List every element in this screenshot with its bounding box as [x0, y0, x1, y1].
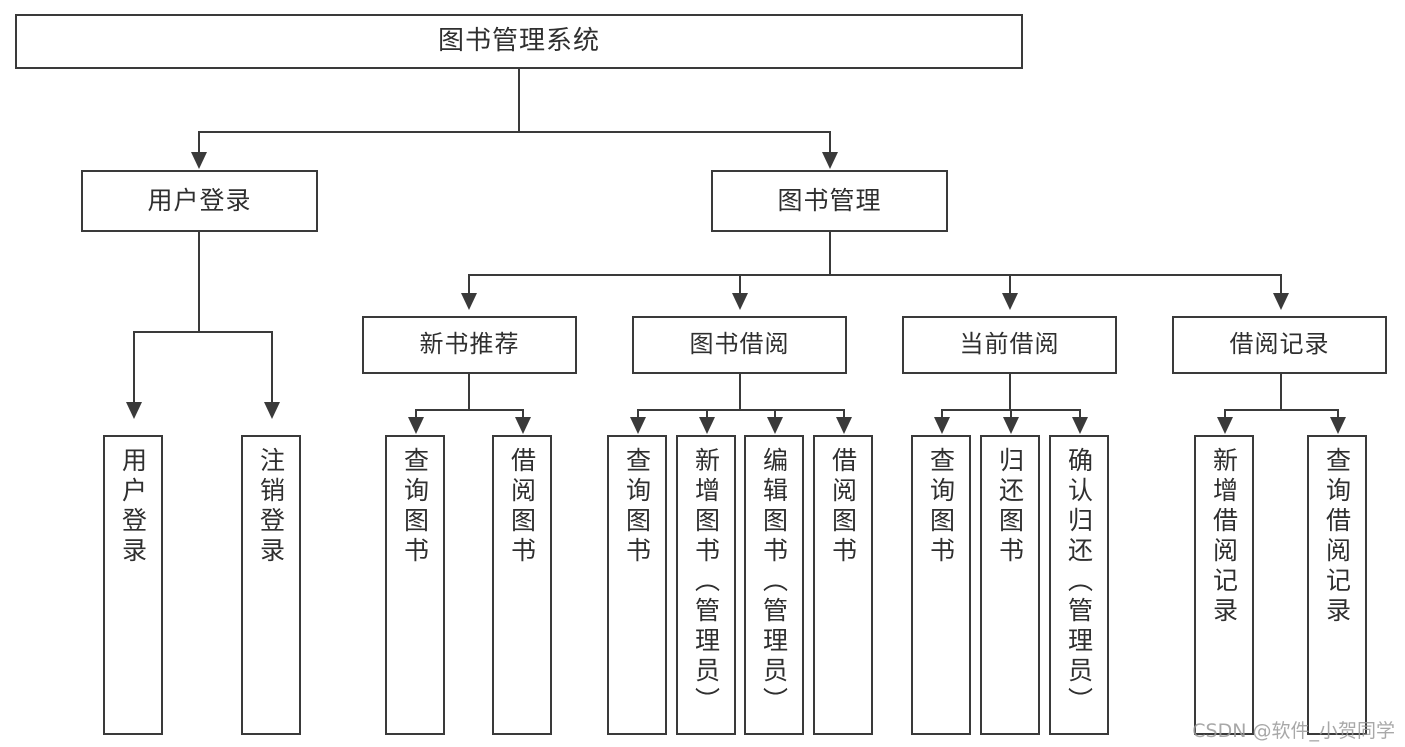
arrowhead-book-borrow-leaf-2: [699, 417, 715, 434]
node-current-borrow[interactable]: 当前借阅: [902, 316, 1117, 374]
connector-book-borrow-leaf-2: [706, 409, 708, 419]
arrowhead-current-borrow-leaf-1: [934, 417, 950, 434]
connector-to-book-borrow: [739, 274, 741, 296]
leaf-record-query[interactable]: 查询借阅记录: [1307, 435, 1367, 735]
leaf-user-login[interactable]: 用户登录: [103, 435, 163, 735]
node-label: 注销登录: [256, 447, 286, 567]
connector-book-borrow-stem: [739, 374, 741, 410]
connector-current-borrow-leaf-1: [941, 409, 943, 419]
node-label: 查询图书: [622, 447, 652, 567]
node-label: 借阅记录: [1229, 330, 1330, 359]
connector-root-stem: [518, 69, 520, 132]
connector-new-book-leaf-1: [415, 409, 417, 419]
node-label: 确认归还（管理员）: [1064, 447, 1094, 717]
node-label: 用户登录: [147, 185, 252, 215]
node-label: 图书借阅: [689, 330, 790, 359]
connector-book-borrow-leaf-1: [637, 409, 639, 419]
connector-current-borrow-stem: [1009, 374, 1011, 410]
arrowhead-to-user-login: [191, 152, 207, 169]
node-label: 新增借阅记录: [1209, 447, 1239, 627]
arrowhead-current-borrow-leaf-3: [1072, 417, 1088, 434]
node-borrow-record[interactable]: 借阅记录: [1172, 316, 1387, 374]
node-label: 借阅图书: [507, 447, 537, 567]
arrowhead-to-new-book: [461, 293, 477, 310]
leaf-new-book-query[interactable]: 查询图书: [385, 435, 445, 735]
node-root-system[interactable]: 图书管理系统: [15, 14, 1023, 69]
arrowhead-to-book-mgmt: [822, 152, 838, 169]
connector-borrow-record-stem: [1280, 374, 1282, 410]
leaf-current-return-book[interactable]: 归还图书: [980, 435, 1040, 735]
arrowhead-book-borrow-leaf-3: [767, 417, 783, 434]
leaf-current-query-book[interactable]: 查询图书: [911, 435, 971, 735]
connector-user-login-left: [133, 331, 135, 404]
node-label: 归还图书: [995, 447, 1025, 567]
arrowhead-user-login-2: [264, 402, 280, 419]
leaf-record-add[interactable]: 新增借阅记录: [1194, 435, 1254, 735]
arrowhead-user-login-1: [126, 402, 142, 419]
connector-user-login-right: [271, 331, 273, 404]
leaf-current-confirm-return[interactable]: 确认归还（管理员）: [1049, 435, 1109, 735]
node-label: 图书管理系统: [437, 25, 600, 56]
node-book-borrow[interactable]: 图书借阅: [632, 316, 847, 374]
connector-root-bus: [198, 131, 830, 133]
arrowhead-book-borrow-leaf-1: [630, 417, 646, 434]
connector-to-borrow-record: [1280, 274, 1282, 296]
node-new-book-recommend[interactable]: 新书推荐: [362, 316, 577, 374]
connector-book-borrow-leaf-3: [774, 409, 776, 419]
connector-current-borrow-leaf-2: [1010, 409, 1012, 419]
node-label: 查询图书: [926, 447, 956, 567]
connector-borrow-record-bus: [1224, 409, 1337, 411]
connector-current-borrow-leaf-3: [1079, 409, 1081, 419]
node-label: 新增图书（管理员）: [691, 447, 721, 717]
leaf-borrow-query-book[interactable]: 查询图书: [607, 435, 667, 735]
connector-book-borrow-bus: [637, 409, 844, 411]
connector-book-mgmt-bus: [468, 274, 1280, 276]
connector-to-new-book: [468, 274, 470, 296]
connector-root-to-user-login: [198, 131, 200, 155]
arrowhead-borrow-record-leaf-1: [1217, 417, 1233, 434]
node-label: 查询借阅记录: [1322, 447, 1352, 627]
connector-new-book-bus: [415, 409, 522, 411]
connector-root-to-book-mgmt: [829, 131, 831, 155]
connector-user-login-stem: [198, 232, 200, 332]
arrowhead-new-book-leaf-2: [515, 417, 531, 434]
connector-book-mgmt-stem: [829, 232, 831, 275]
node-label: 图书管理: [777, 185, 882, 215]
node-user-login[interactable]: 用户登录: [81, 170, 318, 232]
node-book-management[interactable]: 图书管理: [711, 170, 948, 232]
leaf-borrow-edit-book[interactable]: 编辑图书（管理员）: [744, 435, 804, 735]
node-label: 查询图书: [400, 447, 430, 567]
node-label: 借阅图书: [828, 447, 858, 567]
connector-borrow-record-leaf-1: [1224, 409, 1226, 419]
arrowhead-book-borrow-leaf-4: [836, 417, 852, 434]
connector-new-book-stem: [468, 374, 470, 410]
leaf-borrow-add-book[interactable]: 新增图书（管理员）: [676, 435, 736, 735]
connector-borrow-record-leaf-2: [1337, 409, 1339, 419]
arrowhead-to-borrow-record: [1273, 293, 1289, 310]
arrowhead-new-book-leaf-1: [408, 417, 424, 434]
node-label: 编辑图书（管理员）: [759, 447, 789, 717]
connector-to-current-borrow: [1009, 274, 1011, 296]
leaf-borrow-lend-book[interactable]: 借阅图书: [813, 435, 873, 735]
leaf-new-book-borrow[interactable]: 借阅图书: [492, 435, 552, 735]
connector-book-borrow-leaf-4: [843, 409, 845, 419]
connector-new-book-leaf-2: [522, 409, 524, 419]
node-label: 新书推荐: [419, 330, 520, 359]
arrowhead-to-current-borrow: [1002, 293, 1018, 310]
node-label: 用户登录: [118, 447, 148, 567]
arrowhead-borrow-record-leaf-2: [1330, 417, 1346, 434]
arrowhead-current-borrow-leaf-2: [1003, 417, 1019, 434]
csdn-watermark: CSDN @软件_小贺同学: [1192, 720, 1395, 742]
connector-user-login-bus: [133, 331, 271, 333]
arrowhead-to-book-borrow: [732, 293, 748, 310]
leaf-logout[interactable]: 注销登录: [241, 435, 301, 735]
node-label: 当前借阅: [959, 330, 1060, 359]
